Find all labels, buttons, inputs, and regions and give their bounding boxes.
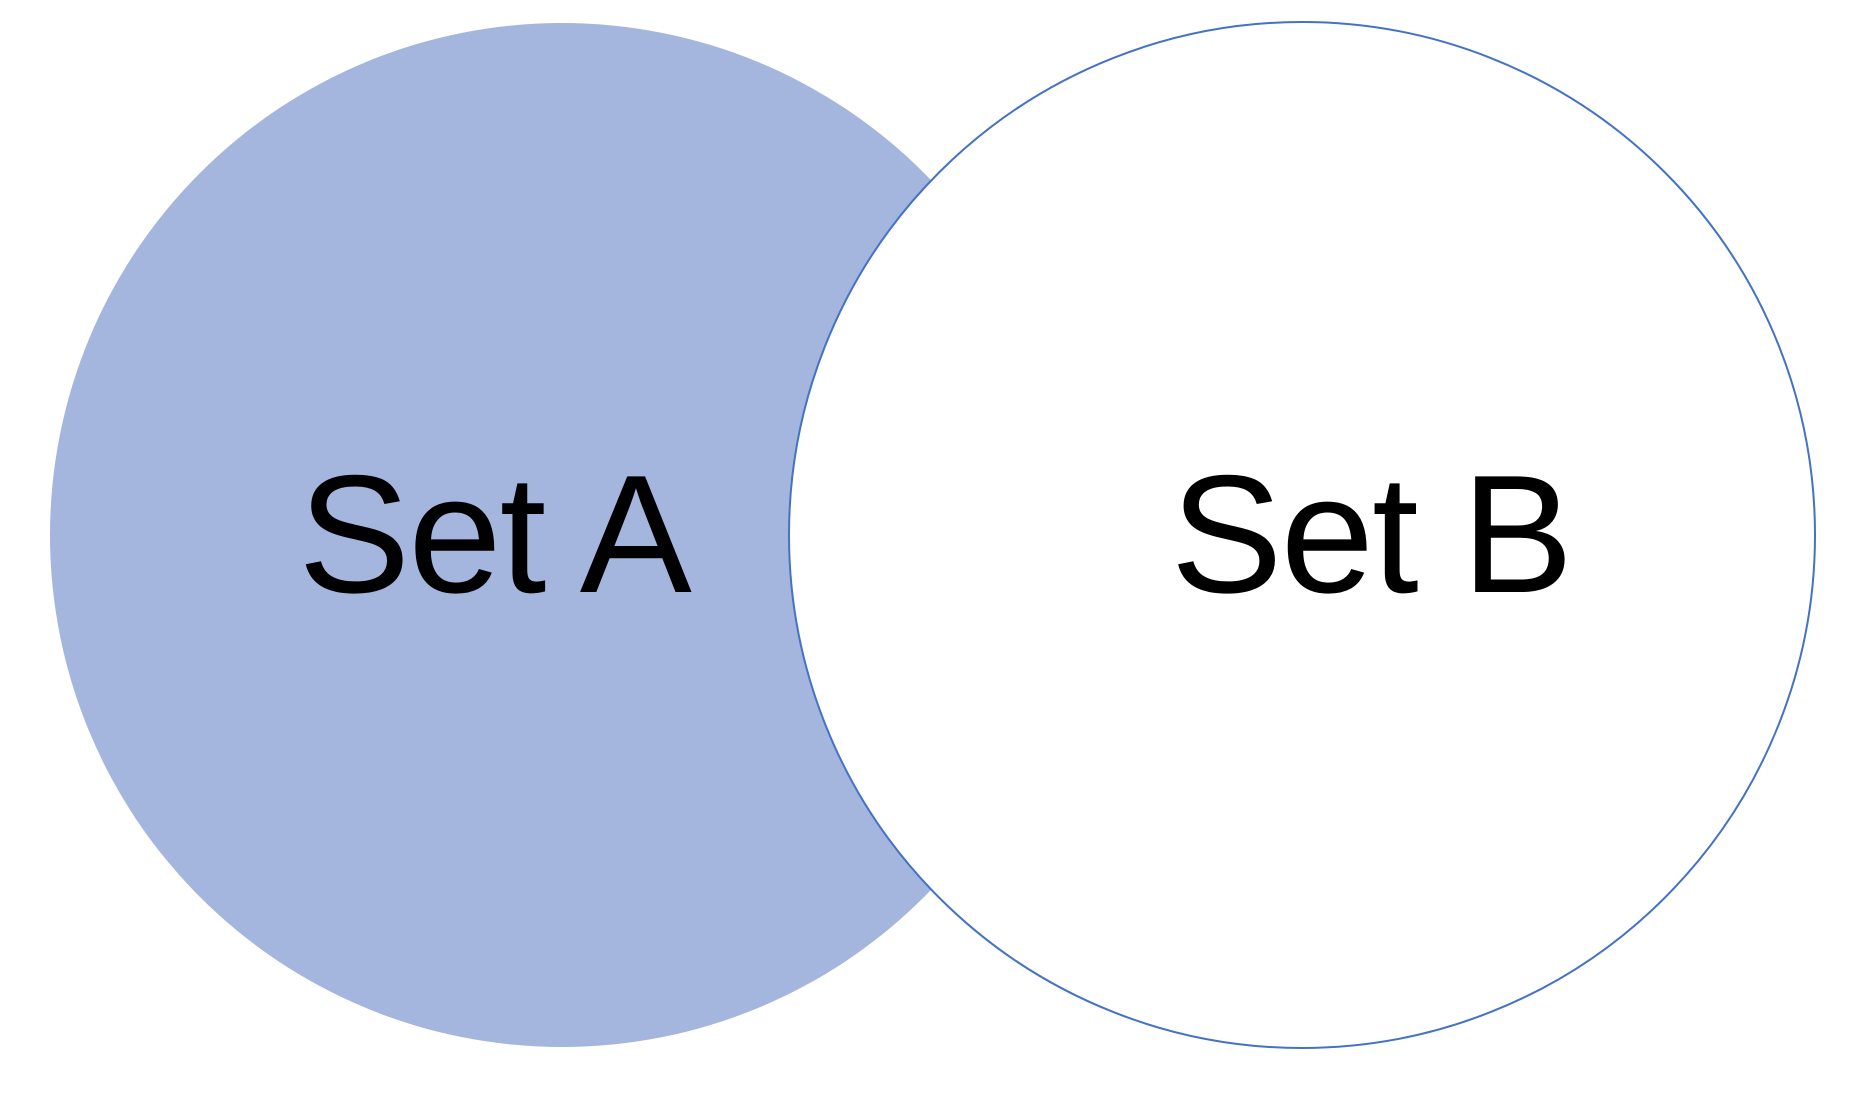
set-b-label: Set B <box>1170 440 1574 628</box>
set-b-circle <box>788 21 1816 1049</box>
set-a-label: Set A <box>298 440 692 628</box>
